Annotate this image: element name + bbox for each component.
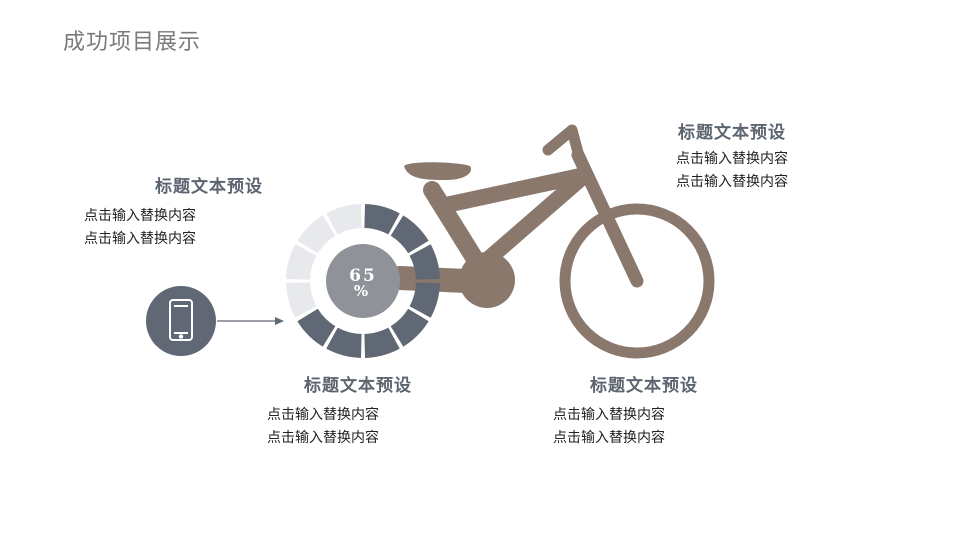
block-3-line-1: 点击输入替换内容	[267, 407, 379, 423]
ring-segment-filled	[390, 215, 429, 254]
block-4-line-1: 点击输入替换内容	[553, 407, 665, 423]
block-1-line-2: 点击输入替换内容	[84, 231, 196, 247]
bicycle-fork	[571, 148, 644, 288]
ring-segment-filled	[364, 204, 400, 235]
bicycle-crank-hub	[459, 252, 515, 308]
block-3-body: 点击输入替换内容 点击输入替换内容	[267, 404, 379, 450]
progress-center-disc	[326, 244, 400, 318]
ring-segment-filled	[390, 308, 429, 347]
block-1-heading: 标题文本预设	[155, 177, 263, 197]
block-2-heading: 标题文本预设	[678, 123, 786, 143]
block-3-heading: 标题文本预设	[304, 376, 412, 396]
block-1-body: 点击输入替换内容 点击输入替换内容	[84, 205, 196, 251]
bicycle-handlebar	[542, 124, 586, 166]
block-4-line-2: 点击输入替换内容	[553, 430, 665, 446]
ring-segment-empty	[326, 204, 362, 235]
ring-segment-filled	[326, 327, 362, 358]
ring-segment-filled	[409, 244, 440, 280]
bicycle-rear-wheel	[559, 203, 715, 359]
smartphone-icon	[169, 299, 193, 341]
progress-ring	[286, 204, 440, 358]
page-title: 成功项目展示	[63, 30, 202, 55]
progress-number: 65	[349, 266, 377, 286]
block-4-heading: 标题文本预设	[590, 376, 698, 396]
bicycle-diagonal-tube	[470, 167, 593, 276]
block-2-line-1: 点击输入替换内容	[676, 151, 788, 167]
block-3-line-2: 点击输入替换内容	[267, 430, 379, 446]
block-4-body: 点击输入替换内容 点击输入替换内容	[553, 404, 665, 450]
ring-segment-filled	[409, 282, 440, 318]
ring-segment-empty	[297, 215, 336, 254]
ring-segment-filled	[297, 308, 336, 347]
bicycle-top-tube	[438, 167, 593, 213]
arrow-connector	[217, 317, 284, 325]
block-1-line-1: 点击输入替换内容	[84, 208, 196, 224]
block-2-body: 点击输入替换内容 点击输入替换内容	[676, 148, 788, 194]
phone-badge	[146, 286, 216, 356]
ring-segment-empty	[286, 244, 317, 280]
ring-segment-empty	[286, 282, 317, 318]
ring-segment-filled	[364, 327, 400, 358]
progress-unit: %	[354, 282, 368, 300]
block-2-line-2: 点击输入替换内容	[676, 174, 788, 190]
bicycle-seat	[404, 162, 471, 180]
